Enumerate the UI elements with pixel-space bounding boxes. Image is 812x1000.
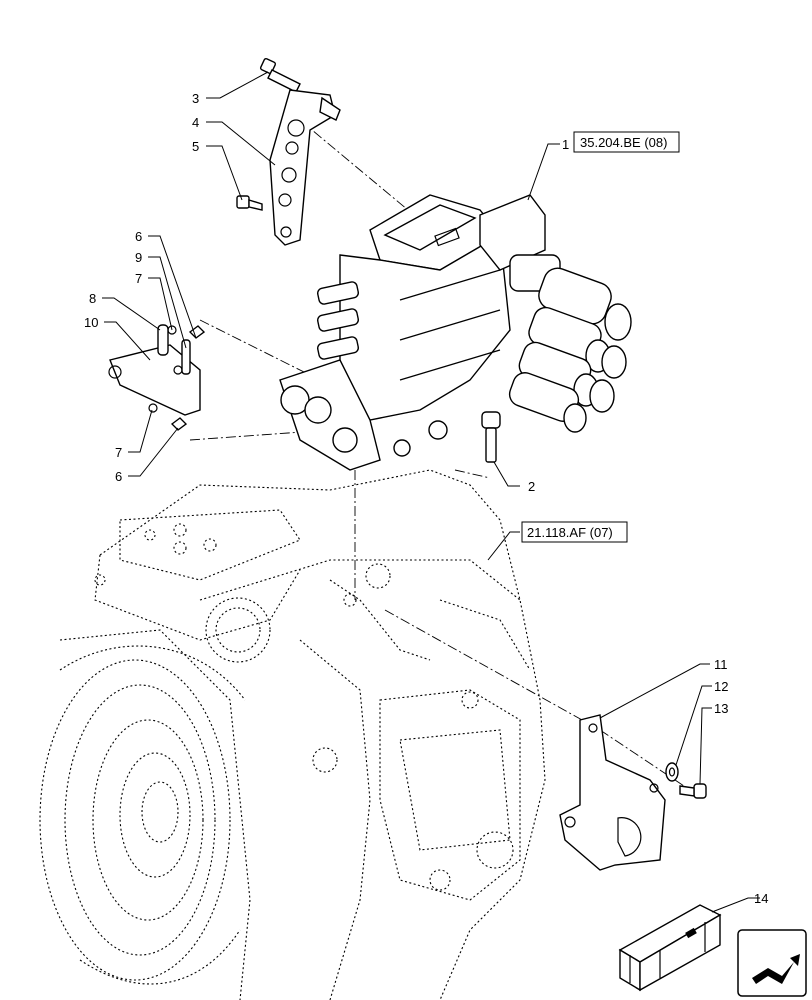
reference-housing-label: 21.118.AF (07) [527,525,613,540]
reference-valve-label: 35.204.BE (08) [580,135,667,150]
callout-labels: 3 4 5 6 9 7 8 10 7 6 1 2 11 12 13 14 [84,91,768,906]
mounting-bracket-part-11 [559,714,666,871]
callout-12: 12 [714,679,728,694]
callout-7-bottom: 7 [115,445,122,460]
hydraulic-couplers [508,267,632,433]
callout-13: 13 [714,701,728,716]
callout-14: 14 [754,891,768,906]
callout-7-top: 7 [135,271,142,286]
bolt-part-3 [259,57,301,93]
callout-6-top: 6 [135,229,142,244]
callout-11: 11 [714,657,728,672]
reference-box-housing[interactable]: 21.118.AF (07) [521,521,628,543]
callout-5: 5 [192,139,199,154]
lever-assembly-parts-6-10 [108,324,206,431]
callout-10: 10 [84,315,98,330]
leader-lines [102,71,760,913]
control-valve-block-part-1 [279,194,632,471]
bolt-part-13 [679,783,707,799]
washer-part-12 [665,762,679,782]
callout-8: 8 [89,291,96,306]
callout-6-bottom: 6 [115,469,122,484]
kit-box-icon [618,904,722,992]
alignment-lines [189,119,691,791]
navigation-arrow-icon[interactable] [737,929,807,997]
reference-box-valve[interactable]: 35.204.BE (08) [573,131,680,153]
callout-9: 9 [135,250,142,265]
callout-4: 4 [192,115,199,130]
bolt-part-2 [481,411,501,463]
callout-2: 2 [528,479,535,494]
bracket-plate-part-4 [269,89,341,246]
bolt-part-5 [236,195,263,211]
callout-3: 3 [192,91,199,106]
callout-1: 1 [562,137,569,152]
transmission-housing [39,469,546,1000]
